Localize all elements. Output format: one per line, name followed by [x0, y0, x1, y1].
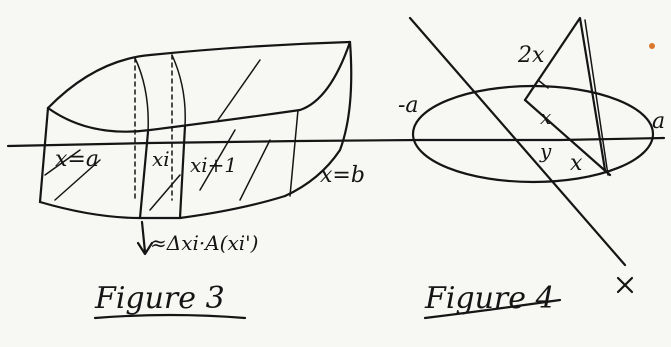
fig4-label-x-upper: x: [540, 105, 551, 129]
fig4-label-neg-a: -a: [398, 93, 419, 118]
fig3-label-xi1: xi+1: [190, 153, 237, 177]
fig4-ellipse: [411, 84, 655, 184]
figure-3: x=a xi xi+1 x=b ≈Δxi·A(xi') Figure 3: [6, 40, 422, 320]
fig4-caption: Figure 4: [424, 281, 555, 316]
fig3-slice-left: [138, 130, 150, 220]
fig3-top-front-curve: [46, 40, 352, 133]
fig3-slice-right: [178, 124, 187, 220]
fig3-top-back-curve: [46, 40, 352, 110]
fig3-bottom-curve: [38, 194, 287, 220]
fig4-orange-dot: [649, 43, 655, 49]
fig4-right-angle: [529, 79, 549, 93]
fig4-cross-mark: [616, 276, 634, 294]
fig3-label-volume: ≈Δxi·A(xi'): [150, 231, 258, 255]
fig3-back-slab-edge: [134, 54, 186, 133]
fig4-caption-underline: [423, 298, 562, 320]
fig4-triangle: [523, 16, 607, 172]
fig4-diagonal-line: [408, 16, 627, 267]
fig4-label-y: y: [539, 139, 552, 163]
fig3-right-inner: [289, 109, 299, 197]
fig3-hatch: [44, 59, 271, 211]
fig4-x-axis: [418, 136, 666, 142]
fig4-vertical: [584, 19, 609, 176]
fig3-label-x-b: x=b: [320, 163, 365, 188]
fig3-caption: Figure 3: [94, 281, 225, 316]
fig4-label-x-lower: x: [570, 151, 583, 176]
fig3-left-edge: [38, 106, 50, 204]
fig3-x-axis: [6, 138, 422, 148]
fig3-right-edge: [283, 40, 353, 198]
fig3-arrow: [136, 220, 154, 256]
fig3-back-verticals: [134, 54, 173, 201]
fig4-label-a: a: [652, 109, 665, 134]
fig3-caption-underline: [93, 313, 247, 320]
fig3-label-x-a: x=a: [55, 147, 99, 172]
fig4-triangle-base: [523, 98, 612, 177]
fig3-label-xi: xi: [152, 147, 170, 171]
fig4-label-2x: 2x: [517, 43, 545, 68]
figure-4: -a a 2x x y x Figure 4: [398, 16, 666, 320]
